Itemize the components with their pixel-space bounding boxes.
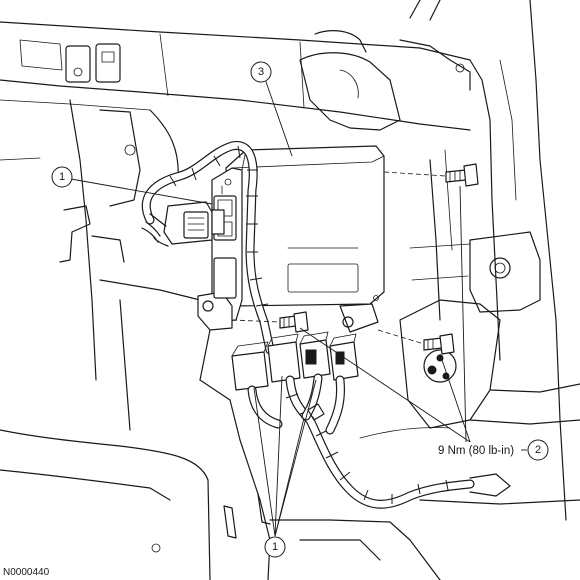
callout-1-connector-label: 1 <box>59 171 65 183</box>
callout-3-module-label: 3 <box>258 66 264 78</box>
callout-2-bolts-label: 2 <box>535 444 541 456</box>
figure-id: N0000440 <box>3 567 50 578</box>
callout-1-connector: 1 <box>51 166 73 188</box>
alignment-lines <box>231 171 447 345</box>
upper-right-bracket <box>299 0 471 131</box>
torque-spec: 9 Nm (80 lb-in) <box>438 445 514 457</box>
lower-structure <box>0 427 580 580</box>
lower-harness <box>247 373 511 509</box>
wiring-harness <box>141 140 275 355</box>
bolt-upper-right <box>445 163 479 187</box>
left-structure <box>0 99 241 441</box>
callout-1-relays: 1 <box>264 536 286 558</box>
bolt-right <box>423 333 455 355</box>
callout-1-relays-label: 1 <box>272 541 278 553</box>
module-connector <box>141 201 225 247</box>
right-pillar <box>409 0 567 521</box>
leader-lines <box>70 78 527 537</box>
electronic-module <box>197 145 385 333</box>
switch-block <box>65 43 121 83</box>
callout-3-module: 3 <box>250 61 272 83</box>
callout-2-bolts: 2 <box>527 439 549 461</box>
relay-block <box>231 331 359 391</box>
right-lower-bracket <box>399 299 580 429</box>
bolt-center <box>279 311 309 333</box>
upper-cross-member <box>0 21 471 131</box>
